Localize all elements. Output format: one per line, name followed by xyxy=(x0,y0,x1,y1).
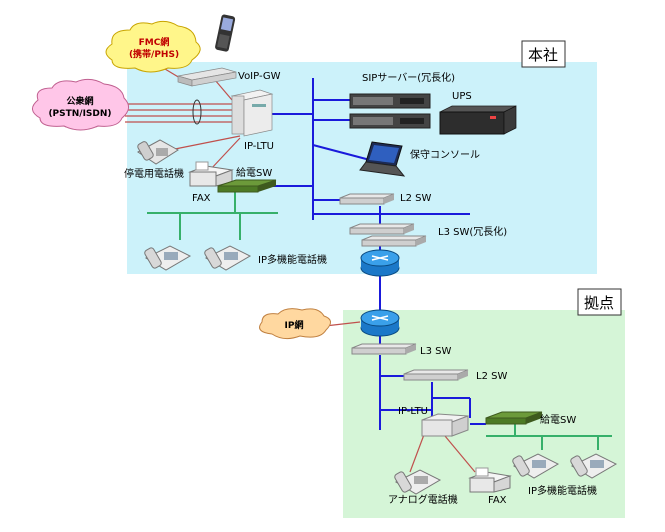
l2-sw-br-device xyxy=(403,369,469,381)
fax-br-label: FAX xyxy=(488,495,507,506)
poe-sw-br-device xyxy=(485,411,543,425)
fax-br-icon xyxy=(468,467,512,493)
mobile-phone-icon xyxy=(215,14,236,52)
wan-lines xyxy=(125,59,476,473)
fmc-cloud: FMC網 (携帯/PHS) xyxy=(105,20,201,73)
hq-lan-lines xyxy=(258,78,486,430)
poe-sw-hq-device xyxy=(217,179,277,193)
fax-hq-icon xyxy=(188,161,234,187)
voip-gw-label: VoIP-GW xyxy=(238,71,281,82)
ip-cloud: IP網 xyxy=(259,308,331,340)
branch-title-box xyxy=(577,288,622,316)
voip-gw-device xyxy=(177,67,237,87)
line-bundle-mark xyxy=(192,99,202,125)
l3-sw-br-device xyxy=(351,343,417,355)
fmc-label: FMC網 xyxy=(139,36,170,48)
poe-sw-br-label: 給電SW xyxy=(540,413,576,426)
sip-server-icon xyxy=(349,93,431,129)
l3-sw-hq-device xyxy=(349,223,427,247)
ups-label: UPS xyxy=(452,91,472,102)
green-lan-lines xyxy=(147,192,612,450)
outage-phone-icon xyxy=(137,139,179,165)
l2-sw-hq-device xyxy=(339,193,395,205)
ip-ltu-br-device xyxy=(421,413,469,437)
analog-phone-icon xyxy=(394,469,442,495)
hq-router-icon xyxy=(360,249,400,277)
ip-phone-br-label: IP多機能電話機 xyxy=(528,484,597,497)
ip-phone-hq-1-icon xyxy=(144,245,192,271)
hq-title: 本社 xyxy=(528,46,558,64)
laptop-icon xyxy=(359,141,406,177)
poe-sw-hq-label: 給電SW xyxy=(236,166,272,179)
ip-ltu-hq-label: IP-LTU xyxy=(244,141,274,152)
l2-sw-hq-label: L2 SW xyxy=(400,193,431,204)
l3-sw-hq-label: L3 SW(冗長化) xyxy=(438,225,507,238)
public-label: 公衆網 xyxy=(66,95,93,107)
fmc-sublabel: (携帯/PHS) xyxy=(129,48,179,60)
branch-router-icon xyxy=(360,309,400,337)
public-sublabel: (PSTN/ISDN) xyxy=(48,109,111,119)
branch-title: 拠点 xyxy=(584,294,614,312)
outage-phone-label: 停電用電話機 xyxy=(124,167,184,180)
analog-phone-label: アナログ電話機 xyxy=(388,493,458,506)
l3-sw-br-label: L3 SW xyxy=(420,346,451,357)
ups-icon xyxy=(439,105,517,135)
fax-hq-label: FAX xyxy=(192,193,211,204)
ip-ltu-br-label: IP-LTU xyxy=(398,406,428,417)
ip-phone-hq-2-icon xyxy=(204,245,252,271)
hq-title-box xyxy=(521,40,566,68)
ip-label: IP網 xyxy=(285,319,304,331)
ip-phone-hq-label: IP多機能電話機 xyxy=(258,253,327,266)
ip-phone-br-2-icon xyxy=(570,453,618,479)
l2-sw-br-label: L2 SW xyxy=(476,371,507,382)
sip-server-label: SIPサーバー(冗長化) xyxy=(362,71,455,84)
maint-console-label: 保守コンソール xyxy=(410,148,480,161)
ip-phone-br-1-icon xyxy=(512,453,560,479)
public-cloud: 公衆網 (PSTN/ISDN) xyxy=(32,78,129,131)
ip-ltu-hq-device xyxy=(230,89,274,137)
